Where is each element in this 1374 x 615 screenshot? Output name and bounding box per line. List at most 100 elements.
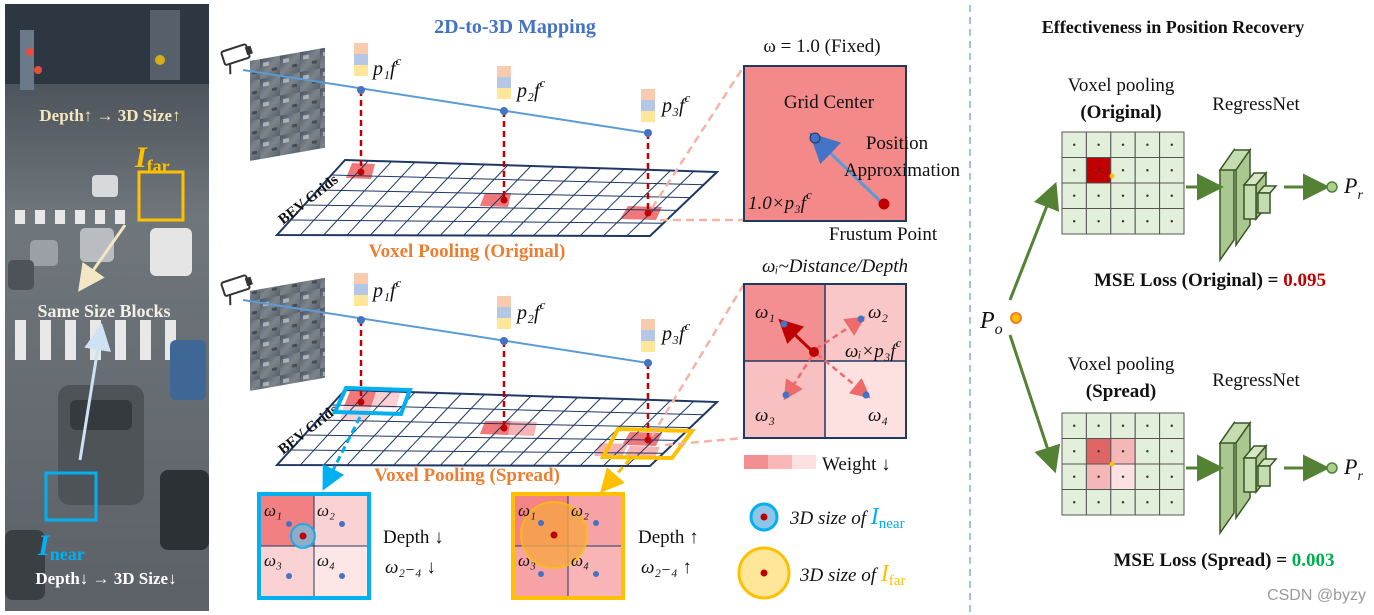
frustum-point	[500, 107, 508, 115]
bev-grid-line	[369, 392, 439, 466]
w3-label: ω₃	[755, 405, 775, 426]
bev-grid-line	[416, 164, 485, 236]
frustum-point	[500, 337, 508, 345]
cell-center-dot	[1073, 169, 1076, 172]
pooling-original-label: Voxel Pooling (Original)	[369, 241, 566, 262]
cell-center-dot	[1097, 194, 1100, 197]
bev-grid-line	[486, 166, 555, 236]
street-light	[155, 55, 165, 65]
cell-center-dot	[1121, 194, 1125, 197]
bev-grid-line	[556, 168, 625, 237]
grid-point	[500, 196, 508, 204]
cell-center-dot	[1121, 501, 1125, 504]
cell-center-dot	[1170, 194, 1174, 197]
vp-spread-label: Voxel pooling	[1068, 354, 1175, 375]
regressnet-label: RegressNet	[1212, 370, 1300, 391]
flow-arrow	[1008, 181, 1060, 301]
weight-arrow	[778, 318, 814, 353]
cell-center-dot	[1097, 501, 1100, 504]
cell-center-dot	[1170, 169, 1174, 172]
vp-spread-sub: (Spread)	[1086, 381, 1156, 402]
approx-arrow	[809, 132, 884, 205]
cell-center-dot	[1073, 143, 1076, 146]
feature-stack	[497, 66, 511, 99]
cell-center-dot	[1170, 450, 1174, 453]
car	[92, 175, 118, 197]
far-size-legend-dot	[760, 569, 768, 577]
bev-grid-line	[290, 219, 664, 224]
weight-legend-label: Weight ↓	[822, 454, 891, 475]
cell-center-dot	[1121, 220, 1125, 223]
car	[30, 240, 58, 266]
w2-label: ω₂	[571, 501, 589, 520]
feature-stack	[641, 89, 655, 122]
weight-legend	[744, 455, 816, 469]
weight-fixed-label: ω = 1.0 (Fixed)	[763, 36, 880, 57]
near-size-legend-label: 3D size of Inear	[789, 504, 905, 532]
weight-arrow	[783, 355, 814, 401]
pooling-cell	[1110, 489, 1136, 516]
grid-point	[357, 168, 365, 176]
bev-grid-line	[304, 434, 677, 441]
bev-grid-line	[304, 204, 677, 211]
effectiveness-title: Effectiveness in Position Recovery	[1042, 17, 1304, 37]
cell-center-dot	[1170, 143, 1174, 146]
w3-label: ω₃	[264, 551, 282, 570]
po-dot	[1010, 312, 1022, 324]
cell-center-dot	[1170, 501, 1174, 504]
bev-grid-original	[274, 158, 720, 238]
car	[8, 260, 34, 290]
bev-grid-line	[323, 391, 392, 466]
w1-label: ω₁	[264, 501, 282, 520]
pr-label: Pr	[1343, 173, 1363, 203]
target-marker	[1109, 461, 1115, 467]
arrow-near-to-blocks	[78, 323, 111, 461]
bev-grid-line	[393, 393, 462, 466]
bev-grid-line	[509, 167, 578, 236]
pr-label: Pr	[1343, 454, 1363, 484]
near-highlight-box	[331, 385, 413, 417]
cell-center-dot	[1073, 220, 1076, 223]
p3-label: p₃fc	[660, 318, 691, 345]
car	[80, 228, 114, 262]
camera-icon	[220, 43, 253, 75]
p2-label: p₂fc	[515, 297, 546, 324]
cell-center-dot	[1146, 424, 1149, 427]
lantern	[26, 48, 34, 56]
camera-icon	[220, 274, 253, 306]
arrow-far-to-blocks	[78, 224, 127, 292]
bev-grid-line	[463, 395, 532, 466]
grid-point	[644, 209, 652, 217]
bev-grid-line	[579, 169, 648, 237]
approximation-label: Approximation	[844, 160, 961, 181]
bev-grid-line	[626, 400, 695, 467]
bev-grid-line	[331, 174, 704, 186]
p2-label: p₂fc	[515, 75, 546, 102]
weighted-feature-label: ωᵢ×p₃fc	[845, 335, 902, 362]
bev-grid-line	[393, 163, 462, 236]
cell-center-dot	[1146, 450, 1149, 453]
bev-grid-line	[533, 167, 602, 237]
cell-center-dot	[1121, 424, 1125, 427]
building	[150, 10, 180, 80]
pooling-grid-original	[1061, 131, 1185, 235]
bev-grid-line	[299, 390, 369, 466]
regressnet-icon	[1218, 420, 1278, 536]
bev-grid-line	[323, 161, 392, 236]
cell-center-dot	[1121, 169, 1125, 172]
lantern	[34, 66, 42, 74]
grid-center-dot	[809, 132, 821, 144]
po-label: Po	[979, 308, 1003, 338]
cell-center-dot	[1146, 475, 1149, 478]
center-dot	[780, 320, 788, 328]
cell-center-dot	[1170, 220, 1174, 223]
cell-center-dot	[1146, 194, 1149, 197]
cell-center-dot	[1073, 501, 1076, 504]
frustum-point-label: Frustum Point	[829, 224, 938, 245]
mse-original: MSE Loss (Original) = 0.095	[1094, 270, 1326, 291]
bev-grid-line	[626, 170, 695, 237]
traffic-photo: Depth↑ → 3D Size↑ Ifar Same Size Blocks …	[5, 4, 209, 611]
center-dot	[782, 391, 790, 399]
cell-center-dot	[1121, 450, 1125, 453]
